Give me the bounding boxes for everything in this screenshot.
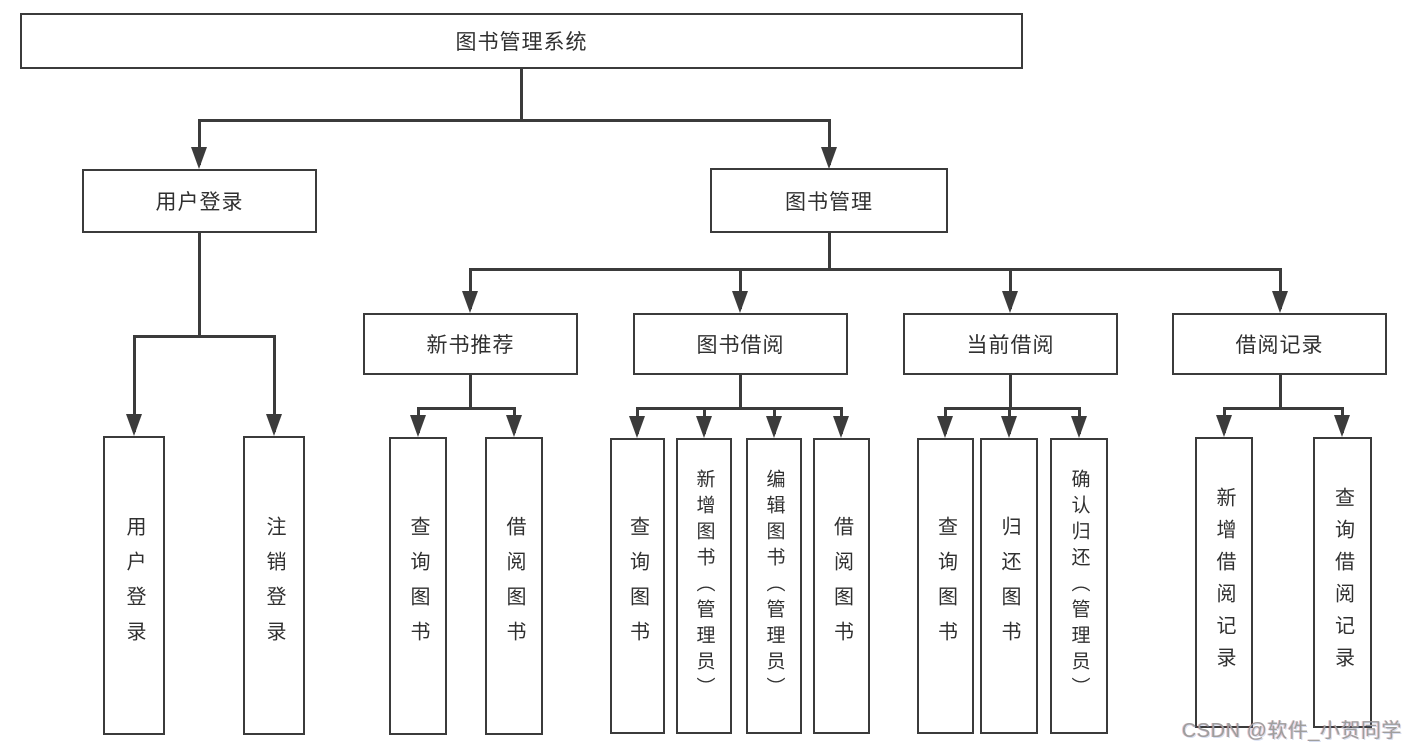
node-bw-add: 新增图书（管理员） <box>676 438 732 734</box>
arrowhead <box>629 416 645 438</box>
node-label: 新增图书（管理员） <box>693 469 715 703</box>
node-rc-add: 新增借阅记录 <box>1195 437 1253 728</box>
node-label: 归还图书 <box>998 516 1020 656</box>
node-label: 查询图书 <box>407 516 429 656</box>
arrowhead <box>191 147 207 169</box>
node-logout: 注销登录 <box>243 436 305 735</box>
node-label: 新书推荐 <box>426 334 515 357</box>
connector-stem <box>468 375 472 410</box>
node-user-login: 用户登录 <box>103 436 165 735</box>
node-label: 编辑图书（管理员） <box>763 469 785 703</box>
arrowhead <box>732 291 748 313</box>
node-records: 借阅记录 <box>1172 313 1387 375</box>
node-label: 用户登录 <box>155 191 244 214</box>
arrowhead <box>462 291 478 313</box>
node-borrow: 图书借阅 <box>633 313 848 375</box>
arrowhead <box>266 414 282 436</box>
node-nb-query: 查询图书 <box>389 437 447 735</box>
connector-bar <box>635 407 843 410</box>
arrowhead <box>1216 415 1232 437</box>
arrowhead <box>1334 415 1350 437</box>
connector-drop <box>827 119 831 165</box>
connector-stem <box>197 233 201 338</box>
node-label: 查询借阅记录 <box>1331 486 1354 679</box>
arrowhead <box>410 415 426 437</box>
node-label: 当前借阅 <box>966 334 1055 357</box>
connector-stem <box>738 375 742 410</box>
arrowhead <box>1071 416 1087 438</box>
node-label: 借阅记录 <box>1235 334 1324 357</box>
connector-drop <box>272 335 276 432</box>
node-current: 当前借阅 <box>903 313 1118 375</box>
arrowhead <box>766 416 782 438</box>
node-bw-borrow: 借阅图书 <box>813 438 870 734</box>
connector-drop <box>1008 268 1012 309</box>
node-cu-query: 查询图书 <box>917 438 974 734</box>
connector-drop <box>132 335 136 432</box>
arrowhead <box>937 416 953 438</box>
arrowhead <box>1001 416 1017 438</box>
connector-drop <box>468 268 472 309</box>
connector-drop <box>1278 268 1282 309</box>
node-label: 借阅图书 <box>503 516 525 656</box>
connector-drop <box>738 268 742 309</box>
connector-bar <box>416 407 516 410</box>
arrowhead <box>506 415 522 437</box>
connector-bar <box>468 268 1282 271</box>
connector-bar <box>132 335 276 338</box>
node-label: 借阅图书 <box>830 516 853 656</box>
node-label: 用户登录 <box>123 515 145 656</box>
node-label: 注销登录 <box>263 515 285 656</box>
node-label: 查询图书 <box>934 516 957 656</box>
arrowhead <box>1272 291 1288 313</box>
node-label: 图书管理系统 <box>455 31 588 54</box>
node-label: 确认归还（管理员） <box>1068 469 1090 703</box>
node-newbook: 新书推荐 <box>363 313 578 375</box>
node-bookmgmt: 图书管理 <box>710 168 948 233</box>
node-label: 查询图书 <box>626 516 649 656</box>
node-bw-edit: 编辑图书（管理员） <box>746 438 802 734</box>
node-label: 图书借阅 <box>696 334 785 357</box>
arrowhead <box>1002 291 1018 313</box>
node-label: 新增借阅记录 <box>1213 486 1235 679</box>
node-cu-return: 归还图书 <box>980 438 1038 734</box>
connector-bar <box>1222 407 1344 410</box>
arrowhead <box>821 147 837 169</box>
connector-stem <box>1278 375 1282 410</box>
node-nb-borrow: 借阅图书 <box>485 437 543 735</box>
arrowhead <box>833 416 849 438</box>
connector-bar <box>197 119 831 122</box>
node-cu-confirm: 确认归还（管理员） <box>1050 438 1108 734</box>
node-login: 用户登录 <box>82 169 317 233</box>
connector-drop <box>197 119 201 165</box>
node-label: 图书管理 <box>785 190 873 214</box>
node-root: 图书管理系统 <box>20 13 1023 69</box>
connector-stem <box>519 69 523 122</box>
arrowhead <box>126 414 142 436</box>
csdn-watermark: CSDN @软件_小贺同学 <box>1181 720 1402 742</box>
node-bw-query: 查询图书 <box>610 438 665 734</box>
connector-stem <box>1008 375 1012 410</box>
connector-stem <box>827 233 831 271</box>
node-rc-query: 查询借阅记录 <box>1313 437 1372 728</box>
arrowhead <box>696 416 712 438</box>
connector-bar <box>943 407 1081 410</box>
